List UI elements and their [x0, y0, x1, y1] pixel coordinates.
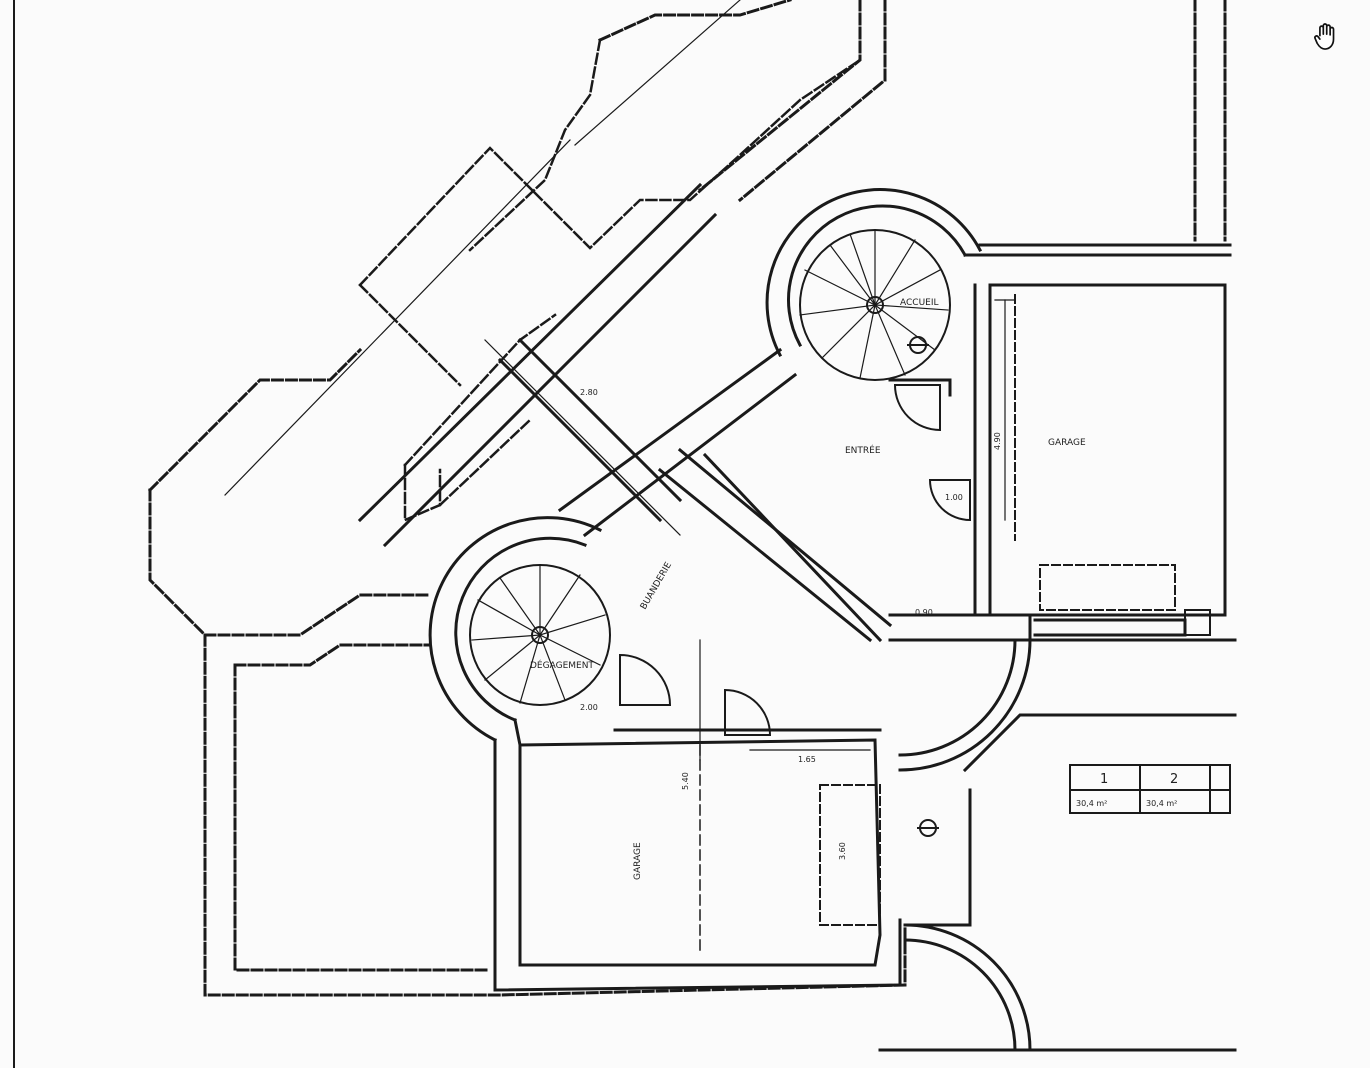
dim-label: 4.90 — [993, 432, 1002, 450]
dim-label: 2.80 — [580, 388, 598, 397]
upper-rooms-walls — [888, 243, 1237, 642]
floor-plan-drawing: GARAGE ENTRÉE ACCUEIL DÉGAGEMENT BUANDER… — [13, 0, 1237, 1068]
dim-label: 5.40 — [681, 772, 690, 790]
upper-stair-tower — [765, 188, 983, 381]
dimension-lines — [224, 0, 1016, 761]
hand-pan-icon[interactable] — [1310, 20, 1344, 54]
area-table-header-1: 1 — [1100, 772, 1108, 787]
area-table-value-2: 30,4 m² — [1146, 799, 1177, 808]
dim-label: 0.90 — [915, 608, 933, 617]
room-label-accueil: ACCUEIL — [900, 298, 939, 308]
room-label-buanderie: BUANDERIE — [639, 560, 674, 611]
area-table — [1069, 764, 1231, 814]
area-table-text: 1 2 30,4 m² 30,4 m² — [1076, 772, 1178, 808]
bottom-arc — [878, 923, 1237, 1052]
room-label-garage-upper: GARAGE — [1048, 438, 1086, 448]
lower-stair-tower — [428, 516, 611, 743]
room-label-garage-lower: GARAGE — [633, 842, 643, 880]
dim-label: 3.60 — [838, 842, 847, 860]
dim-label: 1.00 — [945, 493, 963, 502]
diagonal-walls — [357, 182, 893, 643]
area-table-header-2: 2 — [1170, 772, 1178, 787]
room-label-degagement: DÉGAGEMENT — [530, 659, 594, 671]
outer-dashed-outline — [147, 0, 1227, 997]
dim-label: 2.00 — [580, 703, 598, 712]
vestibule-arc — [898, 638, 1237, 927]
lower-garage-walls — [493, 718, 902, 992]
room-label-entree: ENTRÉE — [845, 444, 881, 456]
door-swings — [619, 384, 971, 736]
level-markers — [907, 336, 939, 837]
area-table-value-1: 30,4 m² — [1076, 799, 1107, 808]
dim-label: 1.65 — [798, 755, 816, 764]
upper-garage-bay — [1014, 294, 1176, 611]
dimension-labels: 4.90 5.40 2.80 1.65 3.60 0.90 1.00 2.00 — [580, 388, 1002, 860]
